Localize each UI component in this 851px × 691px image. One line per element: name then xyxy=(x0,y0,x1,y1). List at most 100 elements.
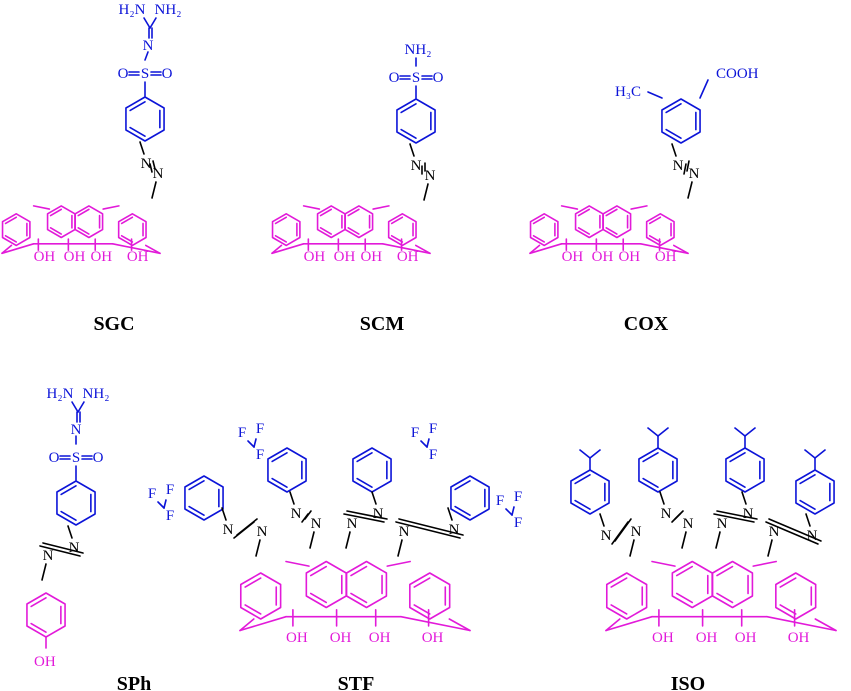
hydroxyl-label: OH xyxy=(127,249,149,265)
fluorine-label: F xyxy=(166,482,174,498)
azo-nitrogen: N xyxy=(153,166,164,182)
azo-nitrogen: N xyxy=(347,516,358,532)
compound-label-sph: SPh xyxy=(117,673,151,691)
azo-bridge: NN xyxy=(659,491,694,549)
calixarene-phenol-ring xyxy=(344,205,374,239)
azo-nitrogen: N xyxy=(141,156,152,172)
hydroxyl-label: OH xyxy=(735,630,757,646)
carboxyl-label: COOH xyxy=(716,66,759,82)
oxygen-label: O xyxy=(93,450,104,466)
methyl-label: H₃C xyxy=(615,84,641,100)
azo-nitrogen: N xyxy=(661,506,672,522)
azo-nitrogen: N xyxy=(311,516,322,532)
amine-label: NH₂ xyxy=(155,2,182,18)
azo-bridge: NN xyxy=(343,491,388,549)
hydroxyl-label: OH xyxy=(788,630,810,646)
isopropyl-group xyxy=(804,449,826,471)
hydroxyl-label: OH xyxy=(592,249,614,265)
hydroxyl-label: OH xyxy=(696,630,718,646)
fluorine-label: F xyxy=(429,421,437,437)
azo-nitrogen: N xyxy=(683,516,694,532)
azo-bridge: NN xyxy=(139,141,164,199)
amine-label: H₂N xyxy=(119,2,146,18)
phenyl-ring xyxy=(184,475,224,521)
hydroxyl-label: OH xyxy=(286,630,308,646)
azo-nitrogen: N xyxy=(689,166,700,182)
azo-nitrogen: N xyxy=(807,528,818,544)
oxygen-label: O xyxy=(49,450,60,466)
phenol-ring xyxy=(26,592,66,638)
oxygen-label: O xyxy=(433,70,444,86)
phenyl-ring xyxy=(450,475,490,521)
compound-label-sgc: SGC xyxy=(93,313,134,335)
azo-bridge: NN xyxy=(765,513,822,557)
azo-nitrogen: N xyxy=(673,158,684,174)
phenyl-ring xyxy=(396,98,436,144)
hydroxyl-label: OH xyxy=(618,249,640,265)
calixarene-phenol-ring xyxy=(409,572,451,620)
phenyl-ring xyxy=(661,98,701,144)
azo-nitrogen: N xyxy=(411,158,422,174)
azo-bridge: NN xyxy=(289,491,322,549)
calixarene-phenol-ring xyxy=(74,205,104,239)
calixarene-phenol-ring xyxy=(1,213,31,247)
hydroxyl-label: OH xyxy=(34,654,56,670)
azo-nitrogen: N xyxy=(449,522,460,538)
phenyl-ring xyxy=(570,469,610,515)
fluorine-label: F xyxy=(514,489,522,505)
compound-label-scm: SCM xyxy=(360,313,405,335)
calixarene-phenol-ring xyxy=(574,205,604,239)
hydroxyl-label: OH xyxy=(330,630,352,646)
phenyl-ring xyxy=(795,469,835,515)
phenyl-ring xyxy=(352,447,392,493)
isopropyl-group xyxy=(579,449,601,471)
fluorine-label: F xyxy=(514,515,522,531)
azo-nitrogen: N xyxy=(291,506,302,522)
azo-bridge: NN xyxy=(395,507,464,557)
hydroxyl-label: OH xyxy=(304,249,326,265)
azo-nitrogen: N xyxy=(717,516,728,532)
calixarene-phenol-ring xyxy=(316,205,346,239)
phenyl-ring xyxy=(638,447,678,493)
azo-nitrogen: N xyxy=(631,524,642,540)
amine-label: NH₂ xyxy=(83,386,110,402)
isopropyl-group xyxy=(647,427,669,449)
fluorine-label: F xyxy=(238,425,246,441)
calixarene-phenol-ring xyxy=(46,205,76,239)
azo-nitrogen: N xyxy=(743,506,754,522)
fluorine-label: F xyxy=(496,493,504,509)
azo-nitrogen: N xyxy=(373,506,384,522)
azo-nitrogen: N xyxy=(69,540,80,556)
azo-bridge: NN xyxy=(409,143,436,201)
calixarene-phenol-ring xyxy=(605,572,648,620)
calixarene-phenol-ring xyxy=(529,213,559,247)
fluorine-label: F xyxy=(256,421,264,437)
isopropyl-group xyxy=(734,427,756,449)
imine-nitrogen: N xyxy=(71,422,82,438)
azo-nitrogen: N xyxy=(223,522,234,538)
calixarene-phenol-ring xyxy=(345,560,388,609)
azo-nitrogen: N xyxy=(257,524,268,540)
oxygen-label: O xyxy=(162,66,173,82)
sulfonamide-amine: NH₂ xyxy=(405,42,432,58)
azo-nitrogen: N xyxy=(425,168,436,184)
phenyl-ring xyxy=(725,447,765,493)
